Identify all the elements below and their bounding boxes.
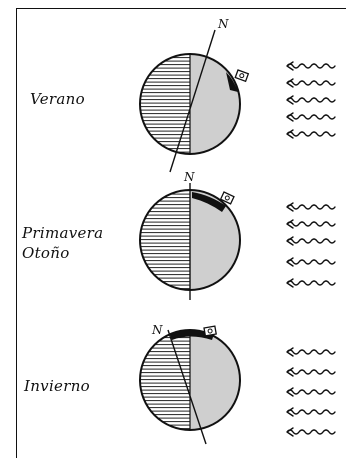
sun-rays-icon — [287, 348, 335, 436]
north-pole-letter: N — [217, 17, 229, 31]
earth-globe-icon — [140, 330, 240, 430]
sun-rays-icon — [287, 203, 335, 287]
camera-icon — [235, 70, 248, 81]
north-pole-letter: N — [183, 170, 195, 184]
camera-icon — [204, 326, 216, 336]
north-pole-letter: N — [151, 323, 163, 337]
sun-rays-icon — [287, 62, 335, 138]
earth-globe-icon — [140, 54, 240, 154]
